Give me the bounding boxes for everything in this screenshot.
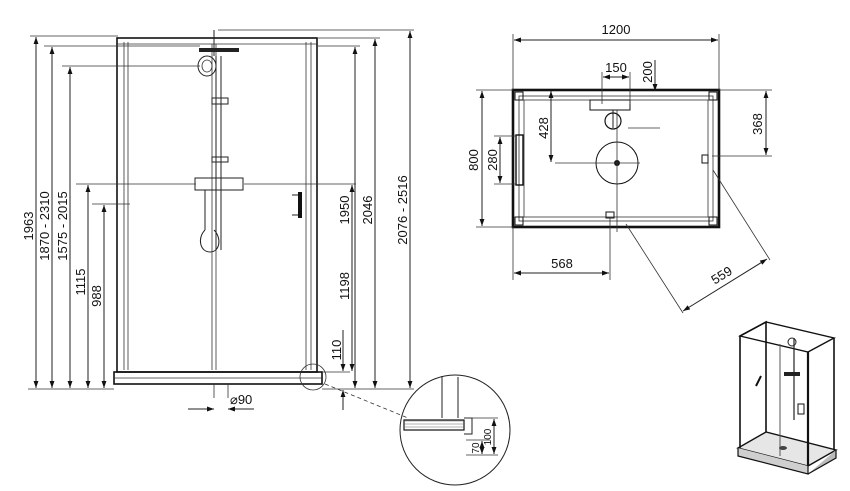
- shower-column: [194, 30, 244, 253]
- height-1950-label: 1950: [337, 196, 352, 225]
- detail-70-label: 70: [471, 442, 482, 454]
- height-1575-2015-label: 1575 - 2015: [55, 191, 70, 260]
- diameter-symbol: ⌀: [230, 392, 238, 407]
- height-2076-2516-label: 2076 - 2516: [395, 175, 410, 244]
- tray-detail: 70 100: [399, 374, 511, 486]
- bottom-offset-label: 568: [551, 256, 573, 271]
- svg-text:⌀90: ⌀90: [230, 392, 252, 407]
- door-opening-label: 559: [708, 263, 734, 287]
- handle-height-label: 280: [485, 149, 500, 171]
- height-110-label: 110: [329, 340, 344, 361]
- cabin-3d-thumbnail: [736, 320, 838, 475]
- mixer-valve: [194, 177, 244, 191]
- height-2046-label: 2046: [360, 196, 375, 225]
- drain-offset-label: 428: [536, 117, 551, 139]
- left-dimensions: 1963 1870 - 2310 1575 - 2015 1115 988: [21, 35, 200, 390]
- tray-outline: [511, 88, 721, 229]
- height-1198-label: 1198: [337, 272, 352, 300]
- front-elevation: ⌀90 1963 1870 - 2310 1575 - 2015 1115 98…: [21, 29, 414, 419]
- detail-circle: [399, 374, 511, 486]
- shower-head-icon: [197, 55, 217, 77]
- drain-diameter-label: 90: [238, 392, 252, 407]
- detail-callout: [299, 363, 327, 391]
- plan-view: 1200 150 200 428 800 280 368 568: [466, 22, 772, 314]
- detail-100-label: 100: [483, 428, 494, 445]
- height-1115-label: 1115: [73, 269, 88, 296]
- hand-shower-icon: [199, 229, 220, 253]
- height-1870-2310-label: 1870 - 2310: [37, 191, 52, 260]
- head-offset-label: 200: [640, 61, 655, 83]
- height-1963-label: 1963: [21, 212, 36, 241]
- cabin-frame: [116, 37, 318, 373]
- plan-width-label: 1200: [602, 22, 631, 37]
- right-dimensions: 1950 2046 2076 - 2516 1198 110: [218, 29, 414, 410]
- right-offset-label: 368: [750, 113, 765, 135]
- plan-depth-label: 800: [466, 149, 481, 171]
- mixer-offset-label: 150: [605, 60, 627, 75]
- height-988-label: 988: [89, 285, 104, 307]
- door-handle: [298, 192, 302, 218]
